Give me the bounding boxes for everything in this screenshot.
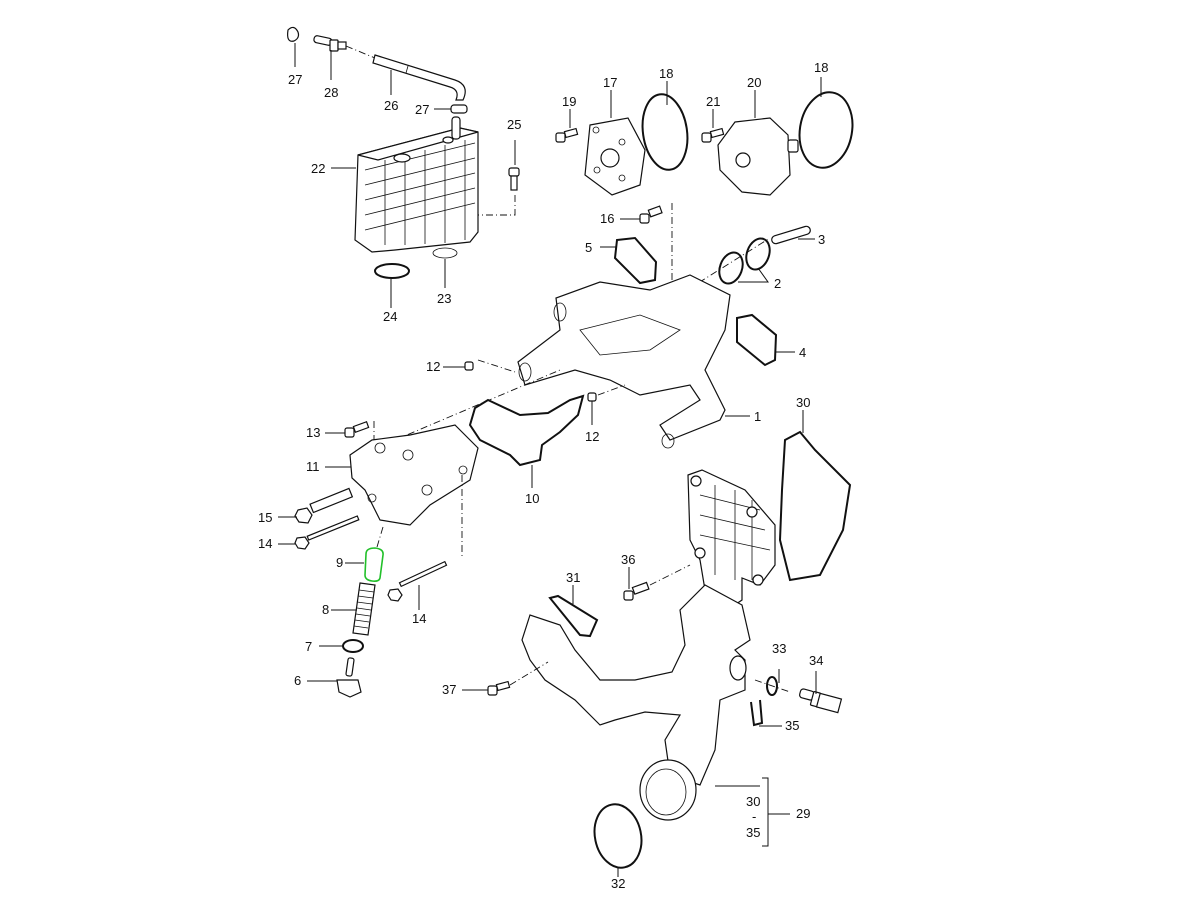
part-19-bolt[interactable]	[555, 127, 579, 143]
callout-13[interactable]: 13	[305, 425, 322, 440]
part-12-plug-lower[interactable]	[587, 392, 597, 402]
part-24-seal-ring[interactable]	[374, 263, 410, 279]
callout-1[interactable]: 1	[753, 409, 763, 424]
part-11-thermostat-housing[interactable]	[349, 424, 479, 526]
callout-36[interactable]: 36	[620, 552, 637, 567]
part-1-housing[interactable]	[517, 274, 731, 449]
callout-14-left[interactable]: 14	[257, 536, 274, 551]
part-2-orings[interactable]	[715, 235, 774, 287]
callout-25[interactable]: 25	[506, 117, 523, 132]
callout-37[interactable]: 37	[441, 682, 458, 697]
part-35-clip[interactable]	[750, 699, 764, 727]
part-21-bolt[interactable]	[701, 127, 725, 143]
callout-12-lower[interactable]: 12	[584, 429, 601, 444]
callout-28[interactable]: 28	[323, 85, 340, 100]
callout-24[interactable]: 24	[382, 309, 399, 324]
callout-8[interactable]: 8	[321, 602, 331, 617]
part-8-spring[interactable]	[352, 582, 376, 636]
part-37-bolt[interactable]	[487, 680, 511, 696]
callout-27-top[interactable]: 27	[287, 72, 304, 87]
part-20-pump-housing[interactable]	[717, 117, 799, 196]
callout-9[interactable]: 9	[335, 555, 345, 570]
callout-16[interactable]: 16	[599, 211, 616, 226]
part-6-plug[interactable]	[336, 657, 362, 698]
part-13-bolt[interactable]	[344, 421, 370, 438]
callout-32[interactable]: 32	[610, 876, 627, 891]
callout-18-right[interactable]: 18	[813, 60, 830, 75]
part-32-clamp[interactable]	[589, 800, 647, 872]
callout-5[interactable]: 5	[584, 240, 594, 255]
callout-14-right[interactable]: 14	[411, 611, 428, 626]
callout-18-left[interactable]: 18	[658, 66, 675, 81]
part-31-gasket[interactable]	[548, 594, 599, 638]
callout-3[interactable]: 3	[817, 232, 827, 247]
callout-23[interactable]: 23	[436, 291, 453, 306]
part-17-cover-plate[interactable]	[584, 117, 646, 196]
part-27-clamp-lower[interactable]	[450, 104, 468, 114]
part-27-clamp-top[interactable]	[287, 26, 300, 42]
callout-22[interactable]: 22	[310, 161, 327, 176]
part-34-sensor[interactable]	[799, 688, 843, 714]
callout-33[interactable]: 33	[771, 641, 788, 656]
part-9-valve-highlighted[interactable]	[364, 547, 384, 582]
part-23-seal-ring[interactable]	[432, 247, 458, 259]
callout-29[interactable]: 29	[795, 806, 812, 821]
callout-35-range-end[interactable]: 35	[745, 825, 762, 840]
part-18-oring-right[interactable]	[794, 88, 858, 172]
part-30-gasket[interactable]	[778, 430, 852, 582]
callout-range-dash: -	[751, 809, 758, 824]
callout-2[interactable]: 2	[773, 276, 783, 291]
callout-7[interactable]: 7	[304, 639, 314, 654]
part-28-fitting[interactable]	[313, 35, 347, 52]
part-12-plug-upper[interactable]	[464, 361, 474, 371]
callout-30-range-start[interactable]: 30	[745, 794, 762, 809]
part-18-oring-left[interactable]	[638, 91, 692, 172]
callout-11[interactable]: 11	[305, 459, 321, 474]
callout-20[interactable]: 20	[746, 75, 763, 90]
part-4-gasket[interactable]	[736, 313, 778, 367]
part-10-gasket[interactable]	[468, 394, 585, 467]
part-36-bolt[interactable]	[623, 581, 650, 601]
callout-31[interactable]: 31	[565, 570, 582, 585]
part-14-bolt-right[interactable]	[387, 560, 448, 602]
part-26-hose[interactable]	[372, 54, 466, 101]
part-16-bolt[interactable]	[639, 205, 663, 224]
callout-34[interactable]: 34	[808, 653, 825, 668]
callout-30-gasket[interactable]: 30	[795, 395, 812, 410]
callout-21[interactable]: 21	[705, 94, 722, 109]
part-33-oring[interactable]	[766, 676, 778, 696]
part-7-seal[interactable]	[342, 639, 364, 653]
part-25-bolt[interactable]	[508, 167, 520, 191]
callout-26[interactable]: 26	[383, 98, 400, 113]
part-30-bracket-pipe-assembly[interactable]	[521, 469, 776, 821]
callout-12-upper[interactable]: 12	[425, 359, 442, 374]
callout-35[interactable]: 35	[784, 718, 801, 733]
callout-19[interactable]: 19	[561, 94, 578, 109]
callout-27-lower[interactable]: 27	[414, 102, 431, 117]
callout-17[interactable]: 17	[602, 75, 619, 90]
part-15-bolt[interactable]	[294, 487, 354, 524]
part-22-oil-cooler[interactable]	[354, 116, 479, 253]
part-3-pin[interactable]	[771, 225, 812, 245]
callout-15[interactable]: 15	[257, 510, 274, 525]
callout-10[interactable]: 10	[524, 491, 541, 506]
callout-4[interactable]: 4	[798, 345, 808, 360]
callout-6[interactable]: 6	[293, 673, 303, 688]
part-14-bolt-left[interactable]	[294, 515, 360, 550]
part-5-gasket[interactable]	[613, 236, 658, 285]
